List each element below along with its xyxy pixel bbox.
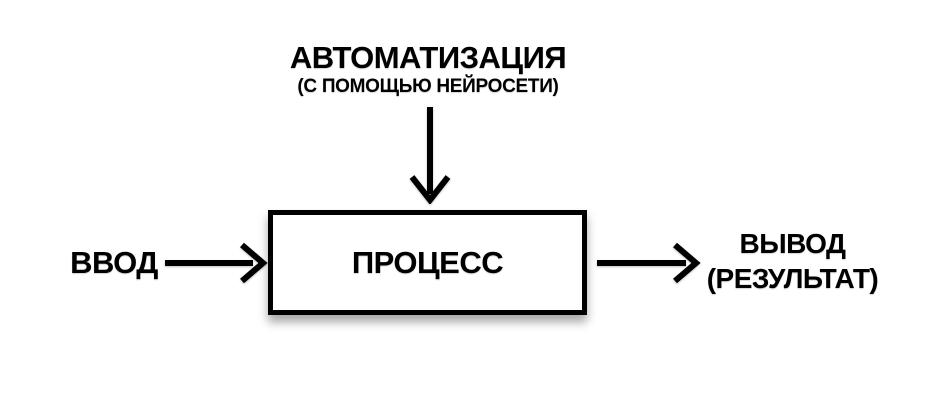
output-label-line1: ВЫВОД [739,228,846,259]
automation-subtitle: (С ПОМОЩЬЮ НЕЙРОСЕТИ) [297,76,559,97]
process-label: ПРОЦЕСС [351,244,504,280]
output-arrow-icon [597,242,701,284]
automation-title: АВТОМАТИЗАЦИЯ [289,40,567,75]
automation-title-group: АВТОМАТИЗАЦИЯ (С ПОМОЩЬЮ НЕЙРОСЕТИ) [228,42,628,98]
output-label-line2: (РЕЗУЛЬТАТ) [706,263,879,294]
input-label: ВВОД [70,245,158,280]
down-arrow-icon [409,107,451,204]
output-label-group: ВЫВОД (РЕЗУЛЬТАТ) [690,226,895,296]
process-box: ПРОЦЕСС [268,210,587,315]
input-arrow-icon [165,242,268,284]
